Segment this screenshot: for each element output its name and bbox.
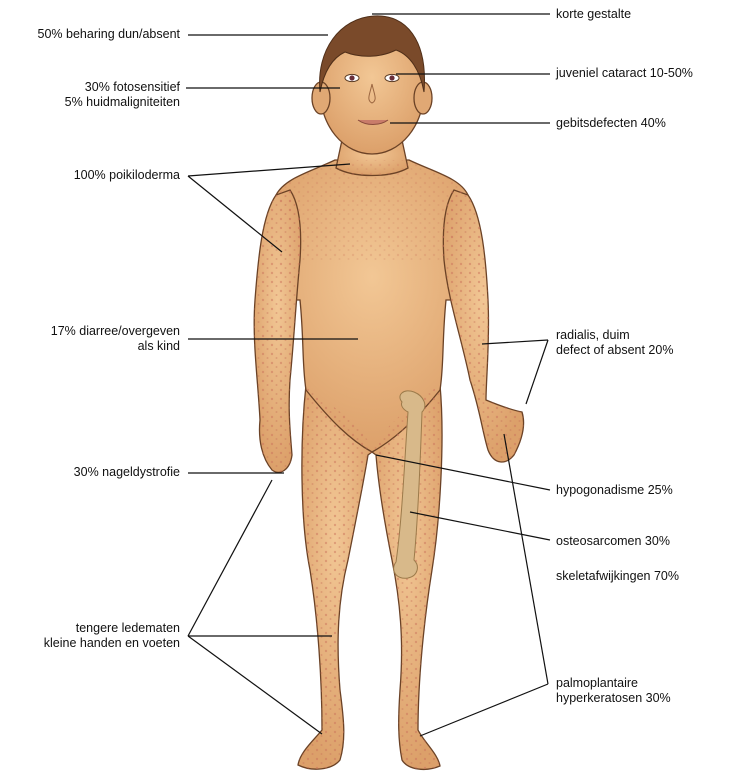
label-limbs-line1: tengere ledematen: [10, 621, 180, 636]
label-photosensitivity-line1: 30% fotosensitief: [10, 80, 180, 95]
label-photosensitivity-line2: 5% huidmaligniteiten: [10, 95, 180, 110]
label-osteosarcoma: osteosarcomen 30%: [556, 534, 670, 549]
label-limbs-line2: kleine handen en voeten: [10, 636, 180, 651]
label-hypogonadism: hypogonadisme 25%: [556, 483, 673, 498]
label-photosensitivity: 30% fotosensitief 5% huidmaligniteiten: [10, 80, 180, 110]
label-radial-defect-line1: radialis, duim: [556, 328, 673, 343]
label-palmoplantar-line2: hyperkeratosen 30%: [556, 691, 671, 706]
label-nail-dystrophy: 30% nageldystrofie: [10, 465, 180, 480]
label-palmoplantar-line1: palmoplantaire: [556, 676, 671, 691]
poikiloderma-rash: [254, 160, 523, 769]
label-palmoplantar-hyperkeratosis: palmoplantaire hyperkeratosen 30%: [556, 676, 671, 706]
label-diarrhea-line1: 17% diarree/overgeven: [10, 324, 180, 339]
label-cataract: juveniel cataract 10-50%: [556, 66, 693, 81]
label-skeletal-abnormalities: skeletafwijkingen 70%: [556, 569, 679, 584]
label-diarrhea-line2: als kind: [10, 339, 180, 354]
label-short-stature: korte gestalte: [556, 7, 631, 22]
label-diarrhea: 17% diarree/overgeven als kind: [10, 324, 180, 354]
label-radial-defect: radialis, duim defect of absent 20%: [556, 328, 673, 358]
label-limbs: tengere ledematen kleine handen en voete…: [10, 621, 180, 651]
label-radial-defect-line2: defect of absent 20%: [556, 343, 673, 358]
label-hair: 50% beharing dun/absent: [10, 27, 180, 42]
label-dental-defects: gebitsdefecten 40%: [556, 116, 666, 131]
label-poikiloderma: 100% poikiloderma: [10, 168, 180, 183]
